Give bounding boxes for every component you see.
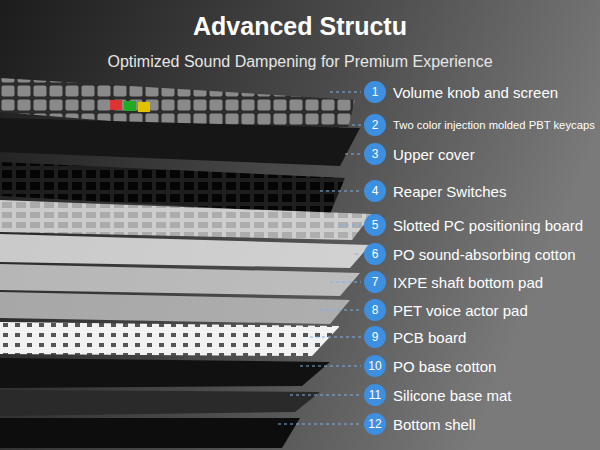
leader-line [330,92,361,93]
callout: 4 Reaper Switches [364,180,506,202]
callout-number: 3 [364,143,386,165]
pet-pad [0,292,350,324]
callout-number: 4 [364,180,386,202]
part-name: IXPE shaft bottom pad [393,274,543,291]
callout: 11 Silicone base mat [364,384,511,406]
part-name: Bottom shell [393,416,476,433]
bottom-shell [0,418,300,448]
callout: 5 Slotted PC positioning board [364,214,583,236]
leader-line [330,282,361,283]
pc-plate [0,200,372,240]
diagram-title: Advanced Structu [0,12,600,41]
upper-cover [0,118,360,166]
callout-number: 5 [364,214,386,236]
callout: 3 Upper cover [364,143,475,165]
base-cotton [0,358,330,388]
ixpe-pad [0,264,360,296]
callout-number: 9 [364,326,386,348]
callout-number: 7 [364,271,386,293]
leader-line [300,366,361,367]
part-name: PET voice actor pad [393,302,528,319]
cotton-layer [0,234,370,268]
callout: 8 PET voice actor pad [364,299,528,321]
part-name: Slotted PC positioning board [393,217,583,234]
part-name: Upper cover [393,146,475,163]
part-name: Reaper Switches [393,183,506,200]
callout: 9 PCB board [364,326,466,348]
accent-key [138,102,150,112]
accent-key [110,100,122,110]
callout: 7 IXPE shaft bottom pad [364,271,543,293]
pcb-board [0,322,340,356]
part-name: PO base cotton [393,358,496,375]
callout: 12 Bottom shell [364,413,476,435]
callout: 1 Volume knob and screen [364,81,558,103]
callout-number: 8 [364,299,386,321]
part-name: PCB board [393,329,466,346]
part-name: Silicone base mat [393,387,511,404]
callout-number: 10 [364,355,386,377]
leader-line [278,424,361,425]
callout-number: 12 [364,413,386,435]
leader-line [345,154,361,155]
callout: 10 PO base cotton [364,355,496,377]
leader-line [320,310,361,311]
silicone-mat [0,390,320,416]
leader-line [320,191,361,192]
callout-number: 6 [364,243,386,265]
accent-key [124,101,136,111]
subtitle: Optimized Sound Dampening for Premium Ex… [0,53,600,71]
callout-number: 11 [364,384,386,406]
part-name: PO sound-absorbing cotton [393,246,576,263]
callout: 2 Two color injection molded PBT keycaps [364,114,595,136]
callout-number: 2 [364,114,386,136]
part-name: Two color injection molded PBT keycaps [393,119,595,131]
leader-line [290,395,361,396]
callout: 6 PO sound-absorbing cotton [364,243,576,265]
leader-line [352,125,361,126]
leader-line [355,254,361,255]
leader-line [340,225,361,226]
callout-number: 1 [364,81,386,103]
leader-line [310,337,361,338]
part-name: Volume knob and screen [393,84,558,101]
